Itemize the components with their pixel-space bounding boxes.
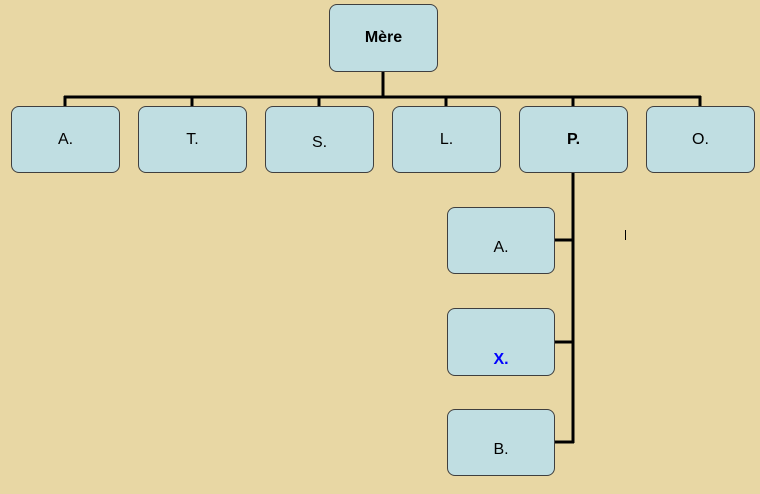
node-child-s[interactable]: S. [265, 106, 374, 173]
node-sub-b-label: B. [493, 440, 509, 458]
node-sub-a-label: A. [493, 238, 509, 256]
node-child-o[interactable]: O. [646, 106, 755, 173]
node-child-o-label: O. [692, 130, 709, 148]
node-child-l-label: L. [439, 130, 454, 148]
node-child-s-label: S. [311, 133, 328, 151]
text-cursor-mark [625, 230, 626, 240]
node-child-a-label: A. [57, 130, 74, 148]
node-sub-x-label: X. [493, 351, 509, 368]
node-root[interactable]: Mère [329, 4, 438, 72]
node-root-label: Mère [364, 29, 403, 46]
node-child-t-label: T. [186, 130, 199, 148]
node-sub-x[interactable]: X. [447, 308, 555, 376]
node-sub-a[interactable]: A. [447, 207, 555, 274]
node-child-a[interactable]: A. [11, 106, 120, 173]
node-child-p[interactable]: P. [519, 106, 628, 173]
node-child-l[interactable]: L. [392, 106, 501, 173]
node-child-t[interactable]: T. [138, 106, 247, 173]
node-sub-b[interactable]: B. [447, 409, 555, 476]
node-child-p-label: P. [566, 130, 581, 148]
